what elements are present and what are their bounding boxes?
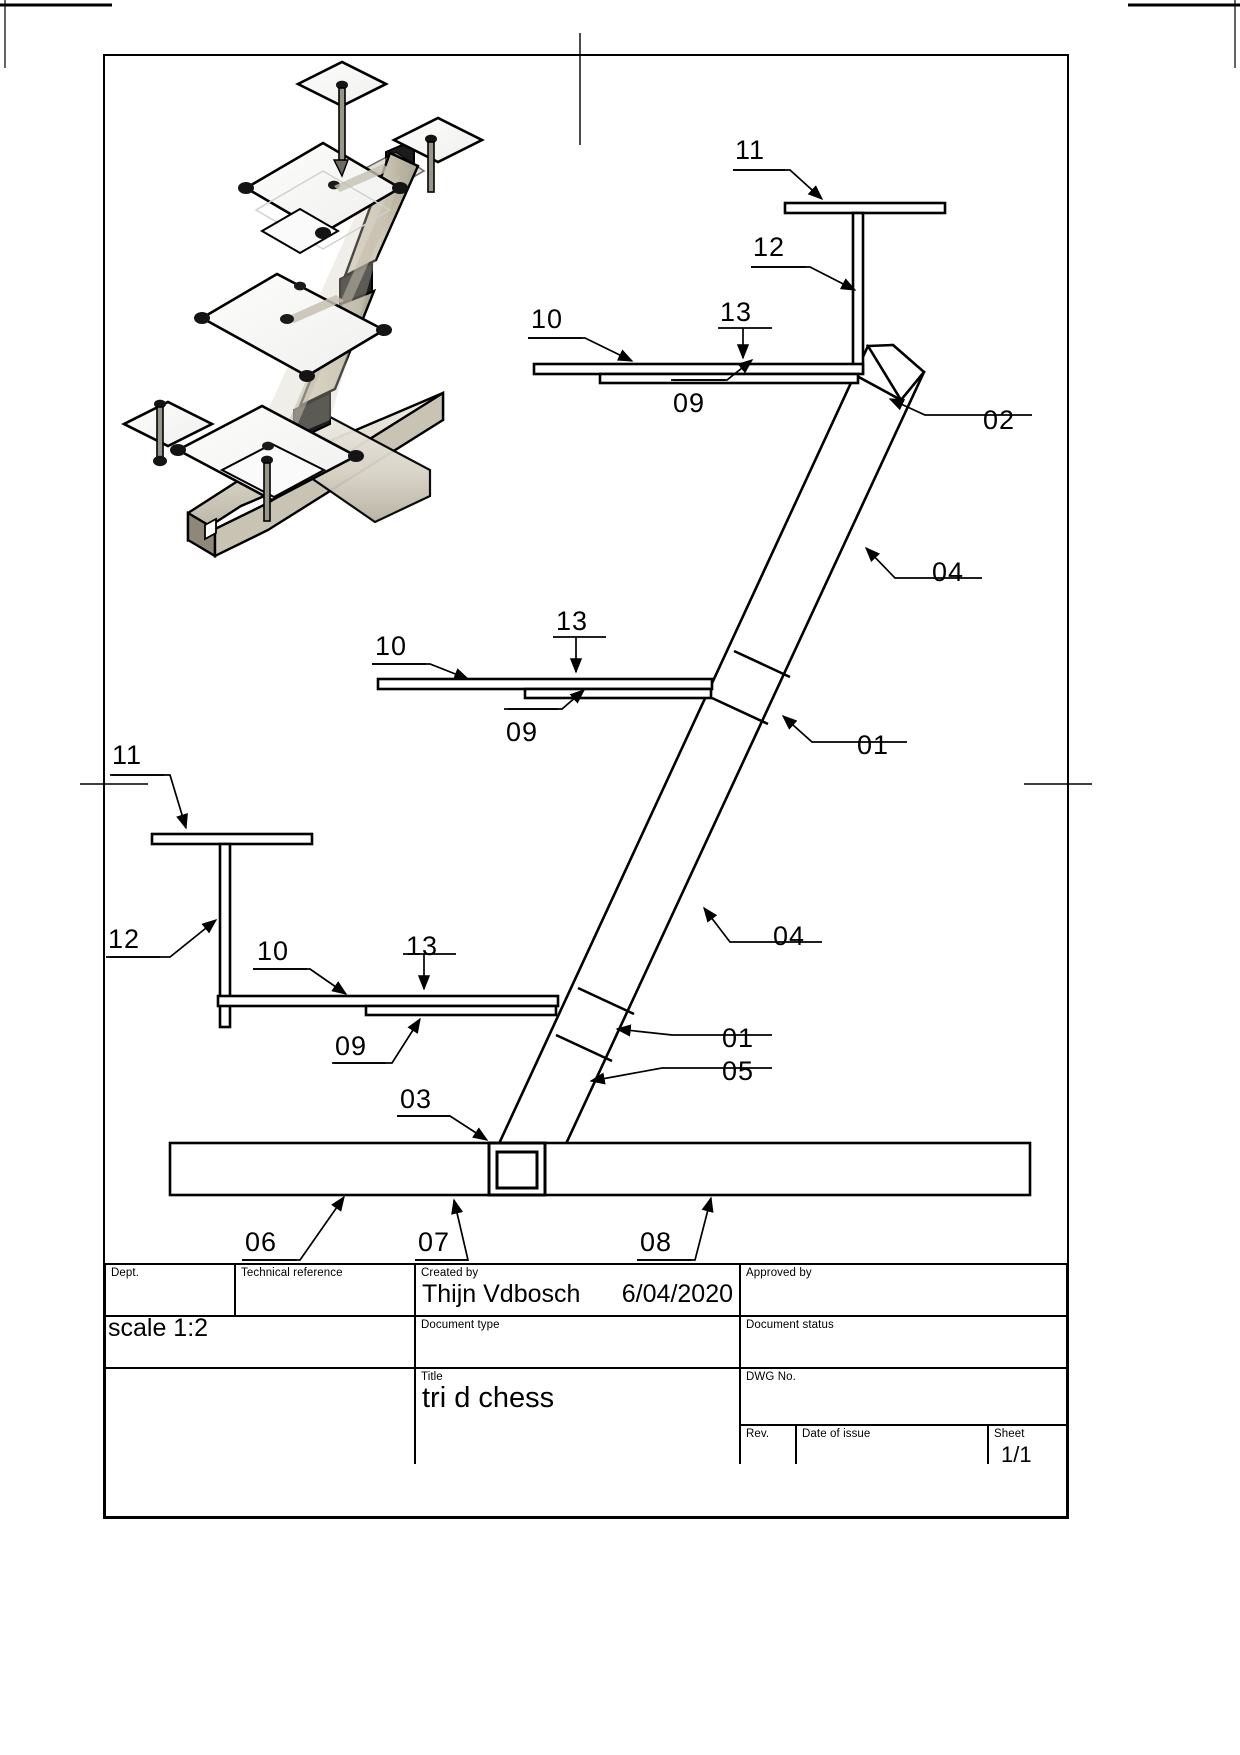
callout-12-top: 12	[753, 232, 786, 262]
callout-04-lower: 04	[773, 921, 806, 951]
callout-10-mid: 10	[375, 631, 408, 661]
base-socket	[487, 1141, 547, 1197]
title-block: Dept. Technical reference Created by Thi…	[104, 1263, 1068, 1518]
title-value: tri d chess	[422, 1382, 555, 1414]
title-block-row-1: Dept. Technical reference Created by Thi…	[106, 1265, 1066, 1317]
cell-scale[interactable]: scale 1:2	[106, 1317, 416, 1367]
callout-13-low: 13	[406, 931, 439, 961]
created-by-name: Thijn Vdbosch	[422, 1280, 581, 1308]
title-block-row-3: Title tri d chess DWG No. Rev. Date of i…	[106, 1369, 1066, 1464]
callout-10-low: 10	[257, 936, 290, 966]
cell-title[interactable]: Title tri d chess	[416, 1369, 741, 1464]
cell-approved-by[interactable]: Approved by	[741, 1265, 1066, 1315]
shelf-top	[532, 201, 947, 385]
dwg-no-label: DWG No.	[746, 1371, 796, 1383]
cell-left-blank	[106, 1369, 416, 1464]
created-by-date: 6/04/2020	[621, 1280, 733, 1308]
iso-board-lower	[170, 404, 364, 502]
date-of-issue-label: Date of issue	[802, 1428, 871, 1440]
callout-06: 06	[245, 1227, 278, 1257]
callout-09-low: 09	[335, 1031, 368, 1061]
callout-04-upper: 04	[932, 557, 965, 587]
cell-rev[interactable]: Rev.	[741, 1426, 797, 1464]
callout-11-left: 11	[112, 740, 143, 770]
cell-document-status[interactable]: Document status	[741, 1317, 1066, 1367]
cell-created-by[interactable]: Created by Thijn Vdbosch 6/04/2020	[416, 1265, 741, 1315]
sheet-value: 1/1	[1001, 1442, 1032, 1464]
callout-13-mid: 13	[556, 606, 589, 636]
callout-05: 05	[722, 1056, 755, 1086]
isometric-exploded-view	[121, 60, 485, 559]
created-by-label: Created by	[421, 1267, 479, 1279]
callout-10-top: 10	[531, 304, 564, 334]
shelf-lower	[150, 832, 560, 1029]
dept-label: Dept.	[111, 1267, 139, 1279]
callout-09-top: 09	[673, 388, 706, 418]
iso-post-lower-center	[261, 455, 273, 522]
cell-dwg-no[interactable]: DWG No. Rev. Date of issue Sheet 1/1	[741, 1369, 1066, 1464]
callout-underlines	[106, 169, 1032, 1261]
shelf-middle	[376, 677, 714, 700]
base-beam	[168, 1141, 1032, 1197]
iso-post-upper-a	[295, 60, 389, 178]
callout-07: 07	[418, 1227, 451, 1257]
cell-document-type[interactable]: Document type	[416, 1317, 741, 1367]
title-label: Title	[421, 1371, 443, 1383]
callout-12-left: 12	[108, 924, 141, 954]
rev-label: Rev.	[746, 1428, 770, 1440]
callout-09-mid: 09	[506, 717, 539, 747]
main-elevation-view	[150, 201, 1032, 1197]
approved-by-label: Approved by	[746, 1267, 812, 1279]
cell-technical-reference[interactable]: Technical reference	[236, 1265, 416, 1315]
callout-11-top: 11	[735, 135, 766, 165]
iso-board-middle	[194, 272, 392, 382]
technical-reference-label: Technical reference	[241, 1267, 343, 1279]
callout-08: 08	[640, 1227, 673, 1257]
callout-02: 02	[983, 405, 1016, 435]
document-status-label: Document status	[746, 1319, 834, 1331]
iso-post-lower	[121, 399, 215, 467]
callout-01-lower: 01	[722, 1023, 755, 1053]
iso-zigzag-column	[248, 138, 426, 455]
sheet-label: Sheet	[994, 1428, 1025, 1440]
callout-03: 03	[400, 1084, 433, 1114]
cell-dept[interactable]: Dept.	[106, 1265, 236, 1315]
cell-date-of-issue[interactable]: Date of issue	[797, 1426, 989, 1464]
title-block-row-2: scale 1:2 Document type Document status	[106, 1317, 1066, 1369]
document-type-label: Document type	[421, 1319, 500, 1331]
callout-01-upper: 01	[857, 730, 890, 760]
created-by-value-row: Thijn Vdbosch 6/04/2020	[416, 1280, 739, 1308]
scale-value: scale 1:2	[108, 1317, 209, 1342]
cell-sheet[interactable]: Sheet 1/1	[989, 1426, 1066, 1464]
iso-post-upper-b	[391, 116, 485, 193]
iso-base-beams	[186, 390, 445, 559]
callout-13-top: 13	[720, 297, 753, 327]
iso-board-upper	[238, 141, 408, 255]
